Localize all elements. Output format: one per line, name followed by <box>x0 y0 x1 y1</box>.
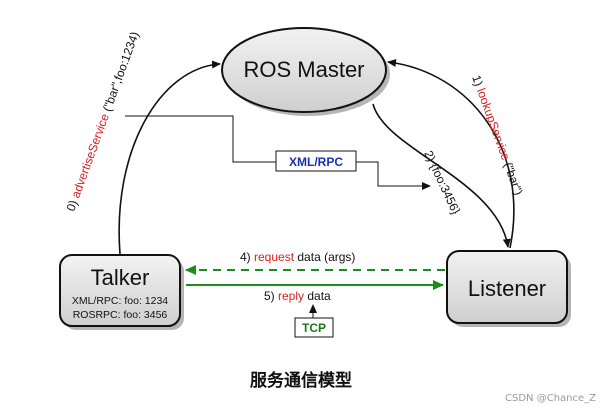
lookup-arrow <box>387 59 515 249</box>
master-reply-arrow <box>372 103 511 248</box>
master-reply-label: 2) {foo:3456} <box>421 148 463 216</box>
reply-label: 5) reply data <box>264 289 331 303</box>
listener-label: Listener <box>468 276 546 301</box>
talker-rosrpc-port: ROSRPC: foo: 3456 <box>73 309 168 321</box>
tcp-badge-label: TCP <box>302 321 326 335</box>
request-label: 4) request data (args) <box>240 250 355 264</box>
lookup-label: 1) lookupService ("bar") <box>469 73 525 197</box>
advertise-label: 0) advertiseService ("bar",foo:1234) <box>64 30 142 213</box>
xmlrpc-badge-label: XML/RPC <box>289 155 343 169</box>
talker-label: Talker <box>91 265 150 290</box>
ros-master-label: ROS Master <box>243 57 364 82</box>
talker-xmlrpc-port: XML/RPC: foo: 1234 <box>72 295 168 307</box>
ros-master-node: ROS Master <box>221 27 390 116</box>
listener-node: Listener <box>446 250 571 327</box>
xmlrpc-badge: XML/RPC <box>275 150 357 172</box>
watermark: CSDN @Chance_Z <box>505 393 596 404</box>
talker-node: Talker XML/RPC: foo: 1234 ROSRPC: foo: 3… <box>59 254 184 330</box>
tcp-badge: TCP <box>294 317 334 338</box>
advertise-arrow <box>118 60 221 255</box>
diagram-caption: 服务通信模型 <box>250 371 352 391</box>
